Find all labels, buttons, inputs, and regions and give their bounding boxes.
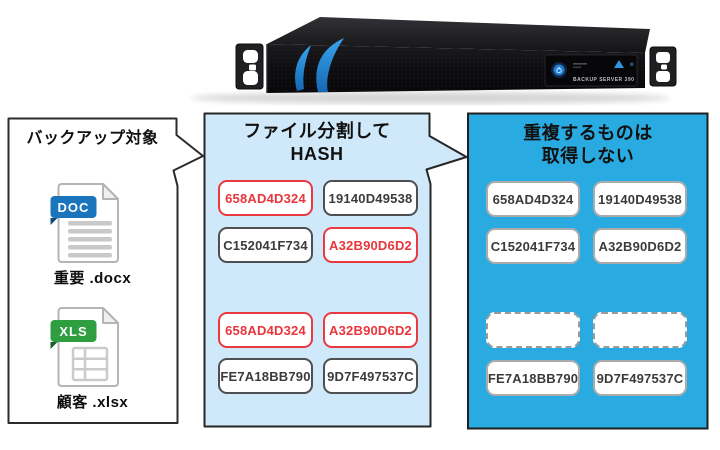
hash-chunk: 658AD4D324 [218,180,313,216]
appliance-display-panel: BACKUP SERVER 390 [544,54,638,87]
doc-badge-label: DOC [58,200,90,215]
hash-chunk: C152041F734 [218,227,313,263]
dedupe-panel-title: 重複するものは 取得しない [468,122,708,168]
display-logo-icon [614,60,624,68]
source-panel-shape [7,117,204,424]
appliance-top-face [267,17,650,53]
backup-appliance-image: BACKUP SERVER 390 [190,17,677,104]
skipped-chunk-placeholder [486,312,580,348]
doc-file-label: 重要 .docx [53,270,132,287]
doc-file-icon: DOC [50,183,119,263]
display-status-icon [630,62,634,66]
hash-chunk: 9D7F497537C [323,358,418,394]
page-fold [102,307,119,324]
stored-chunk: A32B90D6D2 [593,228,687,264]
skipped-chunk-placeholder [593,312,687,348]
xls-badge [50,320,97,342]
barracuda-logo-icon [295,38,344,92]
hash-chunk: FE7A18BB790 [218,358,313,394]
xls-file-label: 顧客 .xlsx [56,394,129,411]
badge-ribbon-fold [50,342,58,349]
power-button-glow [553,64,565,76]
hash-panel-title-line1: ファイル分割して [243,121,391,141]
source-panel-title: バックアップ対象 [26,130,159,147]
hash-chunk: 658AD4D324 [218,312,313,348]
stored-chunk: C152041F734 [486,228,580,264]
appliance-shadow [190,92,670,104]
xls-file-icon: XLS [50,307,119,387]
stored-chunk: 9D7F497537C [593,360,687,396]
hash-panel-title-line2: HASH [290,144,344,164]
rack-ear-right-icon [649,46,677,87]
spreadsheet-grid-icon [71,346,109,382]
stored-chunk: 658AD4D324 [486,181,580,217]
hash-chunk: A32B90D6D2 [323,227,418,263]
rack-ear-left-icon [235,43,264,90]
badge-ribbon-fold [50,218,58,225]
page-fold [102,183,119,200]
dedupe-panel-title-line1: 重複するものは [523,123,653,143]
hash-chunk: A32B90D6D2 [323,312,418,348]
stored-chunk: FE7A18BB790 [486,360,580,396]
dedupe-panel-title-line2: 取得しない [541,146,635,166]
hash-panel-title: ファイル分割して HASH [204,120,430,166]
stored-chunk: 19140D49538 [593,181,687,217]
doc-badge [50,196,97,218]
appliance-display-label: BACKUP SERVER 390 [573,77,634,83]
xls-badge-label: XLS [59,324,87,339]
hash-chunk: 19140D49538 [323,180,418,216]
